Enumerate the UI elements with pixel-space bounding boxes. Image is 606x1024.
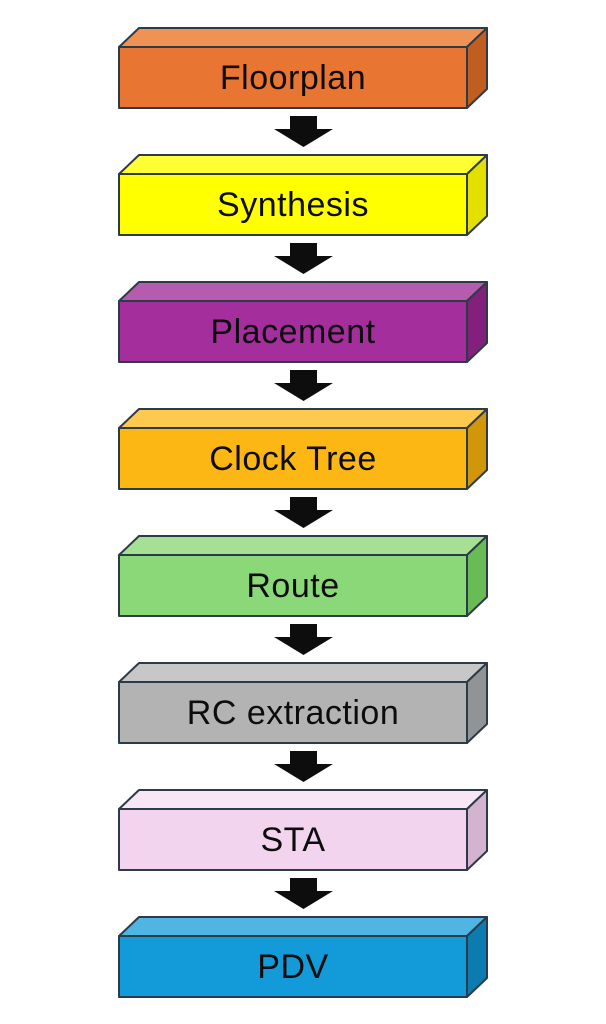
flow-step-rc-extraction: RC extraction — [117, 661, 489, 745]
box-3d — [118, 662, 488, 744]
box-front-face — [118, 427, 468, 490]
box-front-face — [118, 46, 468, 109]
box-front-face — [118, 554, 468, 617]
box-top-face — [118, 154, 488, 175]
box-3d — [118, 154, 488, 236]
box-3d — [118, 27, 488, 109]
box-front-face — [118, 300, 468, 363]
down-arrow-icon — [273, 624, 333, 655]
box-top-face — [118, 789, 488, 810]
down-arrow-icon — [273, 497, 333, 528]
box-front-face — [118, 808, 468, 871]
flow-step-pdv: PDV — [117, 915, 489, 999]
box-top-face — [118, 281, 488, 302]
flow-step-floorplan: Floorplan — [117, 26, 489, 110]
box-3d — [118, 281, 488, 363]
box-3d — [118, 916, 488, 998]
down-arrow-icon — [273, 878, 333, 909]
box-top-face — [118, 27, 488, 48]
box-front-face — [118, 935, 468, 998]
box-3d — [118, 535, 488, 617]
flow-step-sta: STA — [117, 788, 489, 872]
box-3d — [118, 789, 488, 871]
box-front-face — [118, 173, 468, 236]
flow-step-route: Route — [117, 534, 489, 618]
down-arrow-icon — [273, 243, 333, 274]
flow-step-clock-tree: Clock Tree — [117, 407, 489, 491]
box-top-face — [118, 408, 488, 429]
box-top-face — [118, 916, 488, 937]
down-arrow-icon — [273, 116, 333, 147]
down-arrow-icon — [273, 751, 333, 782]
flow-step-placement: Placement — [117, 280, 489, 364]
box-top-face — [118, 662, 488, 683]
box-3d — [118, 408, 488, 490]
box-top-face — [118, 535, 488, 556]
down-arrow-icon — [273, 370, 333, 401]
flow-step-synthesis: Synthesis — [117, 153, 489, 237]
box-front-face — [118, 681, 468, 744]
